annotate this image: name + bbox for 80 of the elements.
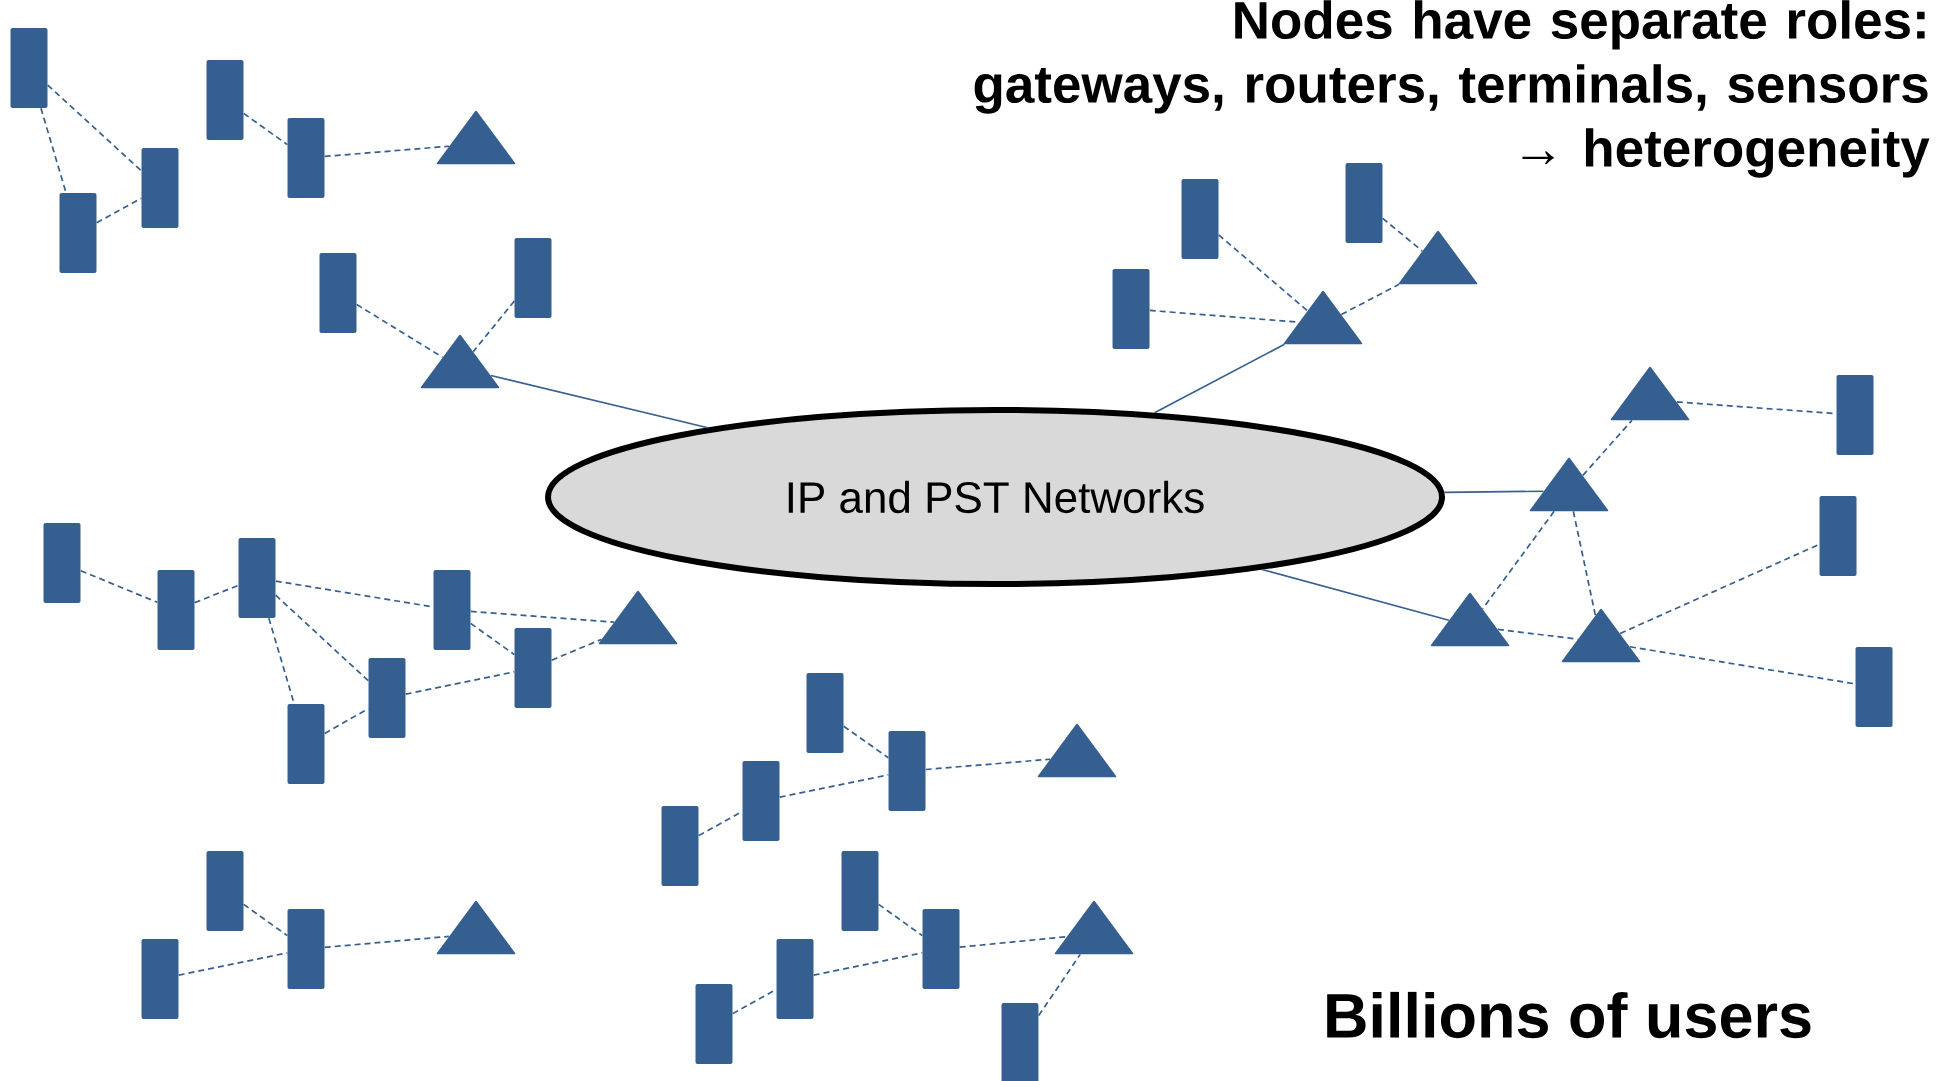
node-rectangle <box>1345 163 1383 243</box>
node-rectangle <box>10 28 48 108</box>
dashed-link <box>79 569 159 604</box>
node-triangle <box>1054 900 1134 955</box>
node-rectangle <box>319 253 357 333</box>
node-triangle <box>1561 608 1641 663</box>
dashed-link <box>877 903 924 937</box>
node-triangle <box>598 590 678 645</box>
dashed-link <box>469 622 516 656</box>
node-rectangle <box>141 148 179 228</box>
dashed-link <box>1381 217 1424 252</box>
node-triangle <box>1610 366 1690 421</box>
dashed-link <box>274 594 370 682</box>
node-triangle <box>1037 723 1117 778</box>
dashed-link <box>1037 953 1082 1017</box>
dashed-link <box>177 952 289 977</box>
node-rectangle <box>1819 496 1857 576</box>
dashed-link <box>1217 234 1309 312</box>
node-rectangle <box>661 806 699 886</box>
dashed-link <box>778 774 890 798</box>
node-rectangle <box>287 909 325 989</box>
node-rectangle <box>157 570 195 650</box>
dashed-link <box>323 145 450 158</box>
dashed-link <box>40 107 67 194</box>
node-rectangle <box>1112 269 1150 349</box>
node-rectangle <box>806 673 844 753</box>
dashed-link <box>404 671 516 695</box>
link-line <box>1443 490 1545 494</box>
heading-text: Nodes have separate roles: gateways, routers, terminals, sensors → heterogeneity <box>974 0 1930 178</box>
node-rectangle <box>1836 375 1874 455</box>
dashed-link <box>472 300 516 353</box>
node-rectangle <box>238 538 276 618</box>
dashed-link <box>1497 628 1579 640</box>
node-triangle <box>436 900 516 955</box>
node-rectangle <box>206 851 244 931</box>
dashed-link <box>1340 283 1400 316</box>
node-triangle <box>1529 457 1609 512</box>
dashed-link <box>842 725 890 759</box>
node-rectangle <box>922 909 960 989</box>
dashed-link <box>812 952 924 977</box>
dashed-link <box>469 610 615 624</box>
link-line <box>1261 568 1450 622</box>
node-triangle <box>420 334 500 389</box>
node-triangle <box>1283 290 1363 345</box>
dashed-link <box>242 903 289 937</box>
node-rectangle <box>888 731 926 811</box>
link-line <box>1153 343 1286 414</box>
caption-text: Billions of users <box>1327 991 1811 1039</box>
link-line <box>490 374 709 429</box>
dashed-link <box>95 197 143 224</box>
node-rectangle <box>742 761 780 841</box>
node-rectangle <box>433 570 471 650</box>
node-triangle <box>436 110 516 165</box>
dashed-link <box>1582 419 1633 477</box>
node-rectangle <box>287 118 325 198</box>
dashed-link <box>958 935 1068 949</box>
dashed-link <box>550 638 603 661</box>
dashed-link <box>1572 510 1597 617</box>
dashed-link <box>242 112 289 146</box>
node-triangle <box>1430 592 1510 647</box>
node-rectangle <box>695 984 733 1064</box>
dashed-link <box>355 303 444 359</box>
node-rectangle <box>841 851 879 931</box>
node-rectangle <box>1855 647 1893 727</box>
node-rectangle <box>514 238 552 318</box>
dashed-link <box>924 758 1051 771</box>
dashed-link <box>323 935 450 949</box>
node-rectangle <box>206 60 244 140</box>
node-rectangle <box>1181 179 1219 259</box>
dashed-link <box>193 584 240 604</box>
node-rectangle <box>287 704 325 784</box>
node-rectangle <box>514 628 552 708</box>
node-rectangle <box>43 523 81 603</box>
node-rectangle <box>59 193 97 273</box>
node-rectangle <box>776 939 814 1019</box>
dashed-link <box>1481 510 1555 610</box>
node-rectangle <box>368 658 406 738</box>
node-triangle <box>1398 230 1478 285</box>
dashed-link <box>46 84 143 172</box>
node-rectangle <box>141 939 179 1019</box>
